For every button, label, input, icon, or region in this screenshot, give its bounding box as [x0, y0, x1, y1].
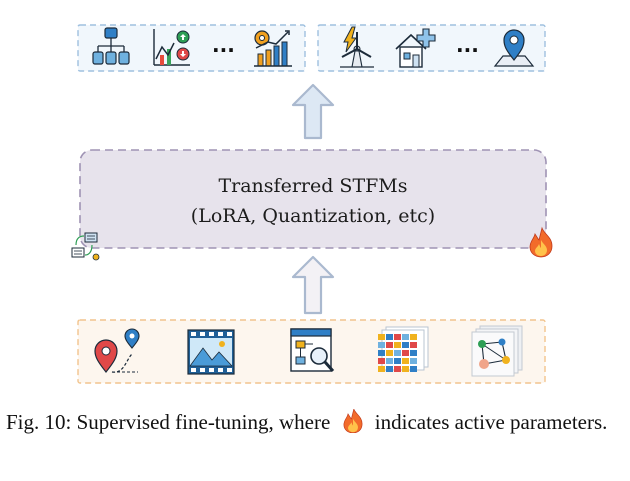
flame-icon [529, 226, 553, 258]
transfer-adapter-icon [71, 232, 100, 261]
transferred-model-box [79, 149, 547, 249]
wind-turbine-icon [340, 26, 374, 68]
location-map-icon [493, 29, 535, 67]
stock-chart-icon [153, 29, 190, 66]
caption-suffix: indicates active parameters. [374, 410, 608, 434]
model-title: Transferred STFMs [218, 175, 408, 197]
figure-caption: Fig. 10: Supervised fine-tuning, where i… [6, 408, 620, 437]
top-output-box-right [317, 24, 546, 72]
hierarchy-people-icon [92, 27, 130, 65]
health-house-icon [395, 28, 436, 68]
upward-arrow-top [291, 83, 335, 140]
caption-flame-icon [343, 409, 362, 433]
video-film-icon [187, 329, 235, 375]
ellipsis-right: ... [456, 33, 479, 57]
trajectory-pins-icon [94, 328, 140, 373]
model-subtitle: (LoRA, Quantization, etc) [190, 205, 436, 227]
graph-network-icon [471, 325, 523, 377]
upward-arrow-bottom [291, 255, 335, 315]
ellipsis-left: ... [212, 33, 235, 57]
caption-prefix: Fig. 10: Supervised fine-tuning, where [6, 410, 331, 434]
growth-chart-icon [254, 30, 292, 67]
data-grid-icon [378, 326, 429, 372]
flowchart-search-icon [290, 328, 335, 372]
top-output-box-left [77, 24, 306, 72]
